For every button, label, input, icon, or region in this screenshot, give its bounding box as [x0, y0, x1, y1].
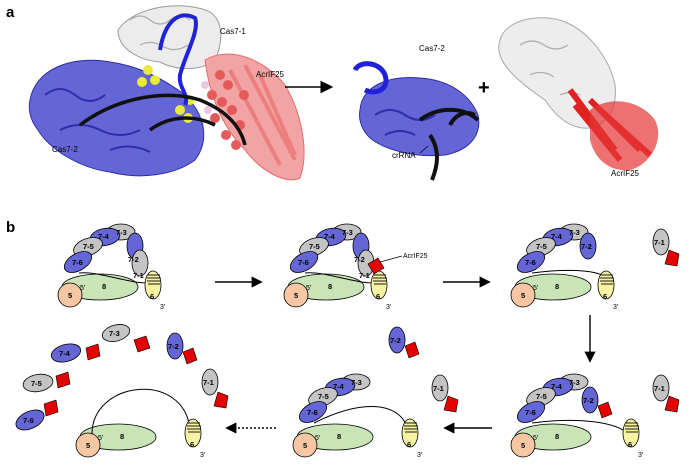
- s4-cas7-4: 7-4: [551, 382, 563, 391]
- s2-cas7-3: 7-3: [342, 228, 353, 237]
- s5-five-prime: 5′: [315, 435, 321, 442]
- s2-cas7-1: 7-1: [359, 271, 370, 280]
- panel-b-label: b: [6, 219, 15, 236]
- s3-five-prime: 5′: [533, 285, 539, 292]
- s3-cas7-1-free: 7-1: [654, 238, 665, 247]
- panel-a-label: a: [6, 4, 15, 21]
- s5-three-prime: 3′: [417, 452, 423, 459]
- s3-cas8: 8: [555, 282, 559, 291]
- s2-three-prime: 3′: [386, 304, 392, 311]
- label-crrna: crRNA: [392, 151, 416, 160]
- s5-cas7-2-free: 7-2: [390, 336, 401, 345]
- s4-three-prime: 3′: [638, 452, 644, 459]
- s1-cas5: 5: [68, 291, 72, 300]
- s4-cas7-3: 7-3: [569, 378, 580, 387]
- s3-cas7-5: 7-5: [536, 242, 547, 251]
- s5-cas7-4: 7-4: [333, 382, 345, 391]
- s3-cas7-3: 7-3: [569, 228, 580, 237]
- s6-cas8: 8: [120, 432, 124, 441]
- s5-cas7-5: 7-5: [318, 392, 329, 401]
- label-cas7-2-right: Cas7-2: [419, 44, 445, 53]
- s1-cas7-5: 7-5: [83, 242, 94, 251]
- s2-cas7-4: 7-4: [324, 232, 336, 241]
- s4-cas6: 6: [628, 440, 632, 449]
- stage-5-complex: [292, 326, 459, 458]
- s6-three-prime: 3′: [200, 452, 206, 459]
- s2-label-acrif25: AcrIF25: [403, 253, 428, 260]
- cas7-2-crrna-structure: [352, 61, 480, 181]
- s1-cas6: 6: [150, 292, 154, 301]
- label-acrif25-left: AcrIF25: [256, 70, 285, 79]
- s5-cas5: 5: [303, 441, 307, 450]
- s3-three-prime: 3′: [613, 304, 619, 311]
- s2-cas8: 8: [328, 282, 332, 291]
- s2-cas7-2: 7-2: [354, 255, 365, 264]
- complex-structure-left: [28, 5, 305, 181]
- s2-cas7-6: 7-6: [298, 258, 309, 267]
- s4-cas7-6: 7-6: [525, 408, 536, 417]
- s5-cas7-1-free: 7-1: [433, 384, 444, 393]
- s1-cas7-1: 7-1: [133, 271, 144, 280]
- s6-cas7-2: 7-2: [168, 342, 179, 351]
- s5-cas7-6: 7-6: [307, 408, 318, 417]
- s6-cas7-4: 7-4: [59, 349, 71, 358]
- s1-five-prime: 5′: [80, 285, 86, 292]
- s6-cas7-5: 7-5: [31, 379, 42, 388]
- s1-cas7-4: 7-4: [98, 232, 110, 241]
- label-cas7-1: Cas7-1: [220, 27, 246, 36]
- s6-five-prime: 5′: [98, 435, 104, 442]
- crrna-pointer: [419, 145, 429, 154]
- s2-five-prime: 5′: [306, 285, 312, 292]
- s3-cas7-4: 7-4: [551, 232, 563, 241]
- s5-cas7-3: 7-3: [351, 378, 362, 387]
- label-acrif25-right: AcrIF25: [611, 169, 640, 178]
- s1-cas7-2: 7-2: [128, 255, 139, 264]
- s4-cas5: 5: [521, 441, 525, 450]
- s6-cas7-3: 7-3: [109, 329, 120, 338]
- s6-cas7-1: 7-1: [203, 378, 214, 387]
- s4-five-prime: 5′: [533, 435, 539, 442]
- stage-3-complex: [510, 223, 680, 308]
- s6-cas5: 5: [86, 441, 90, 450]
- stage-2-complex: [283, 223, 403, 308]
- stage-1-complex: [57, 223, 162, 308]
- label-cas7-2-left: Cas7-2: [52, 145, 78, 154]
- s4-cas7-2: 7-2: [583, 396, 594, 405]
- s1-three-prime: 3′: [160, 304, 166, 311]
- s1-cas8: 8: [102, 282, 106, 291]
- s3-cas7-2: 7-2: [581, 242, 592, 251]
- s1-cas7-3: 7-3: [116, 228, 127, 237]
- stage-4-complex: [510, 373, 680, 458]
- s6-cas6: 6: [190, 440, 194, 449]
- s2-cas6: 6: [376, 292, 380, 301]
- s4-cas8: 8: [555, 432, 559, 441]
- s5-cas6: 6: [407, 440, 411, 449]
- s2-cas7-5: 7-5: [309, 242, 320, 251]
- s3-cas7-6: 7-6: [525, 258, 536, 267]
- s5-cas8: 8: [337, 432, 341, 441]
- plus-sign: +: [478, 77, 490, 99]
- s3-cas5: 5: [521, 291, 525, 300]
- s4-cas7-1-free: 7-1: [654, 384, 665, 393]
- cas7-1-acrif25-structure: [498, 17, 659, 171]
- s2-cas5: 5: [294, 291, 298, 300]
- s6-cas7-6: 7-6: [23, 416, 34, 425]
- stage-6-disassembled: [15, 324, 229, 458]
- s1-cas7-6: 7-6: [72, 258, 83, 267]
- s4-cas7-5: 7-5: [536, 392, 547, 401]
- s3-cas6: 6: [603, 292, 607, 301]
